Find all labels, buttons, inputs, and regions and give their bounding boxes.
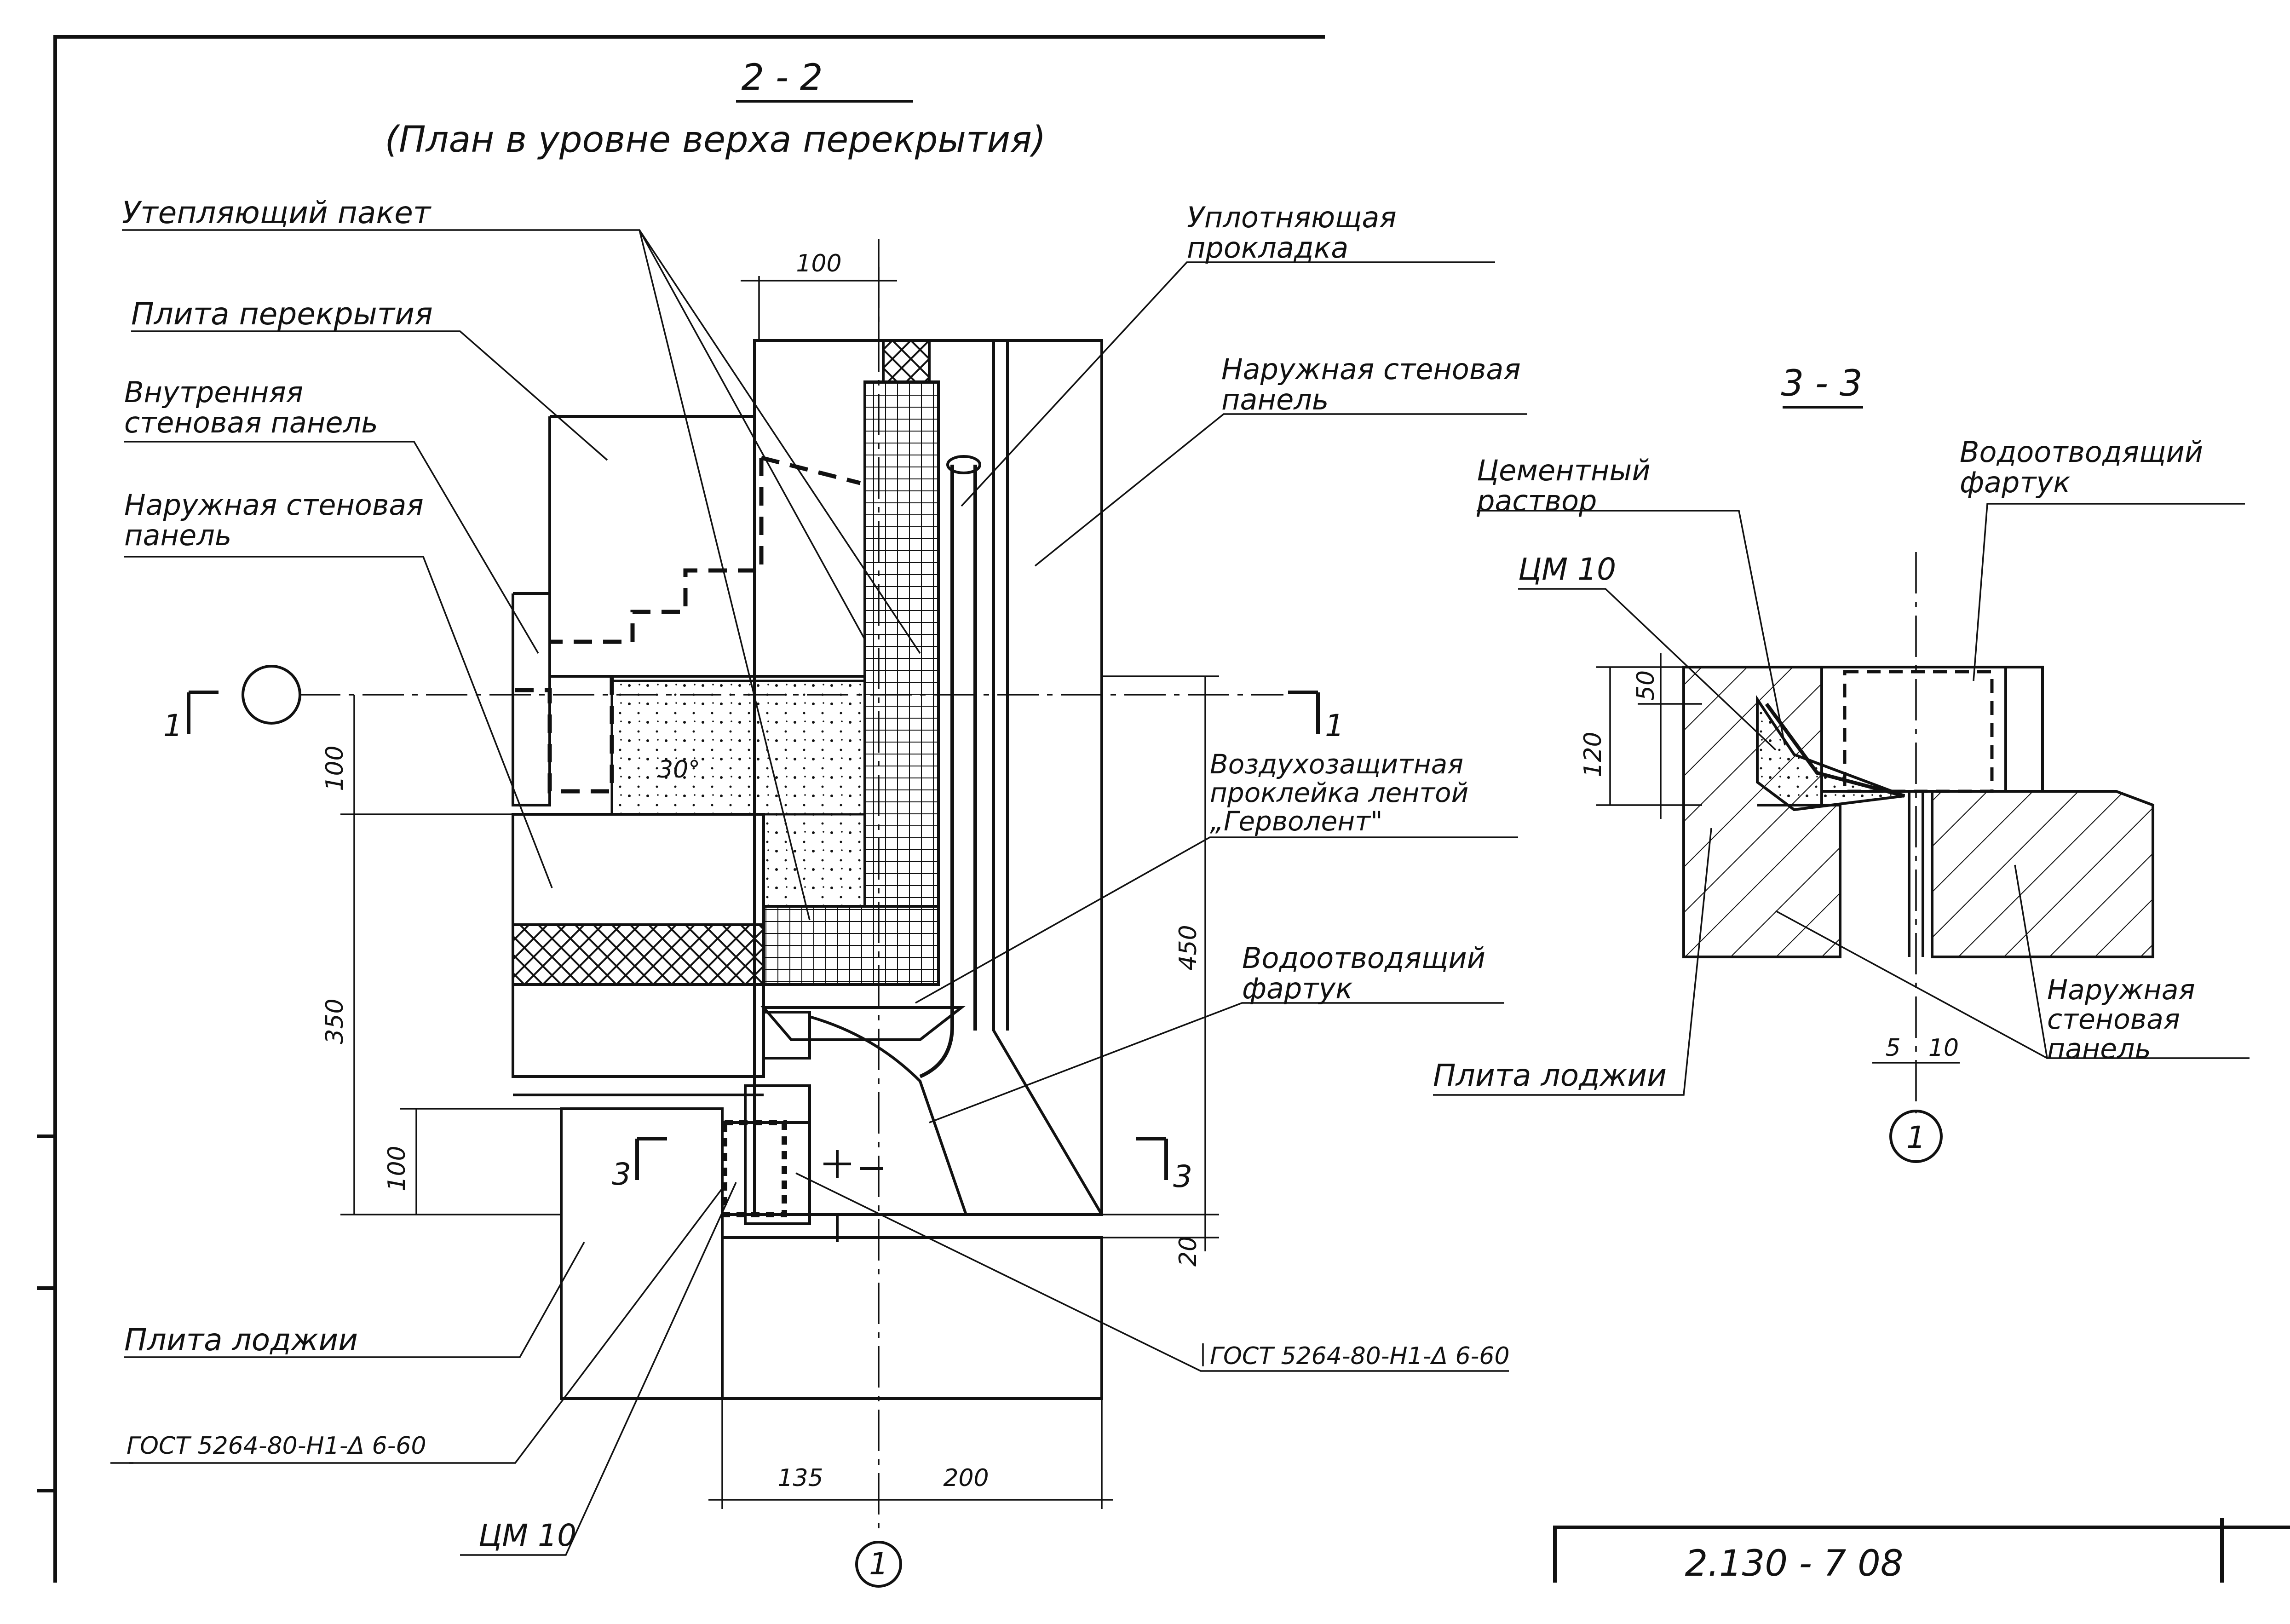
dim-100-low: 100	[383, 1146, 411, 1191]
axis-bubble-3-3	[1889, 1110, 1943, 1163]
axis-bubble-left	[242, 665, 301, 725]
label-cement-mortar: Цементный раствор	[1477, 455, 1651, 518]
dim-100-mid: 100	[321, 745, 349, 791]
section-mark-1-left: 1	[163, 708, 183, 743]
hatch-angle-note: 30°	[658, 756, 700, 783]
loggia-slab-left	[560, 1107, 724, 1400]
drawing-code: 2.130 - 7 08	[1685, 1543, 1904, 1584]
joint-block	[744, 1084, 811, 1225]
section-mark-3-right: 3	[1173, 1159, 1192, 1194]
label-mortar-3-3: ЦМ 10	[1518, 552, 1616, 587]
section-2-2-drawing: 1	[242, 267, 1283, 1588]
section-3-3-drawing: 1	[1682, 552, 2154, 1163]
dim-50: 50	[1632, 670, 1660, 701]
axis-label-3-3: 1	[1906, 1120, 1926, 1155]
dimensions-2-2: 100 100 350 100 450 20 135 200 30°	[321, 239, 1219, 1509]
loggia-slab	[722, 1236, 1103, 1400]
insulation-strip-left	[512, 923, 765, 986]
section-2-2-subtitle: (План в уровне верха перекрытия)	[385, 119, 1046, 161]
drip-apron	[760, 1006, 966, 1041]
section-3-3-title: 3 - 3	[1781, 363, 1863, 404]
label-drip-apron-3-3: Водоотводящий фартук	[1960, 437, 2203, 499]
labels-3-3: Цементный раствор Водоотводящий фартук Ц…	[1433, 437, 2250, 1096]
section-3-3-header: 3 - 3	[1781, 363, 1863, 409]
label-outer-panel-3-3: Наружная стеновая панель	[2047, 975, 2195, 1065]
sealing-gasket	[919, 465, 954, 1078]
dimensions-3-3: 50 120 5 10	[1579, 653, 1960, 1064]
dim-450: 450	[1174, 925, 1202, 970]
section-marks: 1 1 3 3	[163, 691, 1344, 1194]
label-air-tape: Воздухозащитная проклейка лентой „Гервол…	[1210, 750, 1469, 837]
label-loggia-slab: Плита лоджии	[124, 1322, 358, 1358]
labels-2-2: Утепляющий пакет Плита перекрытия Внутре…	[110, 195, 1527, 1556]
label-outer-panel-left: Наружная стеновая панель	[124, 490, 424, 552]
dim-100-top: 100	[796, 250, 841, 277]
label-sealing-gasket: Уплотняющая прокладка	[1187, 202, 1397, 265]
section-mark-3-left: 3	[612, 1157, 631, 1192]
section-mark-1-right: 1	[1325, 708, 1344, 743]
label-gost-left: ГОСТ 5264-80-Н1-Δ 6-60	[127, 1432, 426, 1460]
outer-panel-3-3	[1931, 790, 2154, 958]
label-mortar-2-2: ЦМ 10	[478, 1518, 576, 1553]
dim-350: 350	[321, 998, 349, 1044]
dim-120: 120	[1579, 731, 1607, 777]
sheet-frame	[37, 35, 1325, 1583]
axis-bubble-bottom	[855, 1541, 902, 1588]
axis-label-2-2: 1	[869, 1546, 888, 1582]
insulation-pack-horizontal	[762, 905, 940, 986]
label-floor-slab: Плита перекрытия	[131, 296, 433, 332]
dim-20: 20	[1174, 1236, 1202, 1267]
label-drip-apron-2-2: Водоотводящий фартук	[1242, 943, 1485, 1005]
concrete-infill	[610, 680, 866, 816]
floor-slab	[548, 416, 865, 678]
hidden-contour	[550, 458, 764, 644]
drip-apron-3-3	[1843, 670, 1994, 793]
dim-10: 10	[1928, 1034, 1959, 1062]
section-2-2-header: 2 - 2 (План в уровне верха перекрытия)	[385, 57, 1046, 161]
label-insulation-pack: Утепляющий пакет	[122, 195, 432, 230]
label-gost-right: ГОСТ 5264-80-Н1-Δ 6-60	[1210, 1342, 1510, 1370]
insulation-pack-vertical	[863, 380, 940, 908]
section-2-2-title: 2 - 2	[742, 57, 823, 98]
title-block: 2.130 - 7 08	[1553, 1518, 2290, 1584]
cement-mortar-wedge	[1756, 695, 1905, 812]
insulation-cap	[882, 339, 931, 383]
label-inner-panel: Внутренняя стеновая панель	[124, 377, 378, 439]
label-loggia-slab-3-3: Плита лоджии	[1433, 1058, 1667, 1093]
inner-wall-panel	[512, 592, 551, 806]
dim-5: 5	[1885, 1034, 1900, 1062]
label-outer-panel-right: Наружная стеновая панель	[1221, 354, 1521, 416]
dim-135: 135	[777, 1464, 823, 1492]
dim-200: 200	[943, 1464, 989, 1492]
